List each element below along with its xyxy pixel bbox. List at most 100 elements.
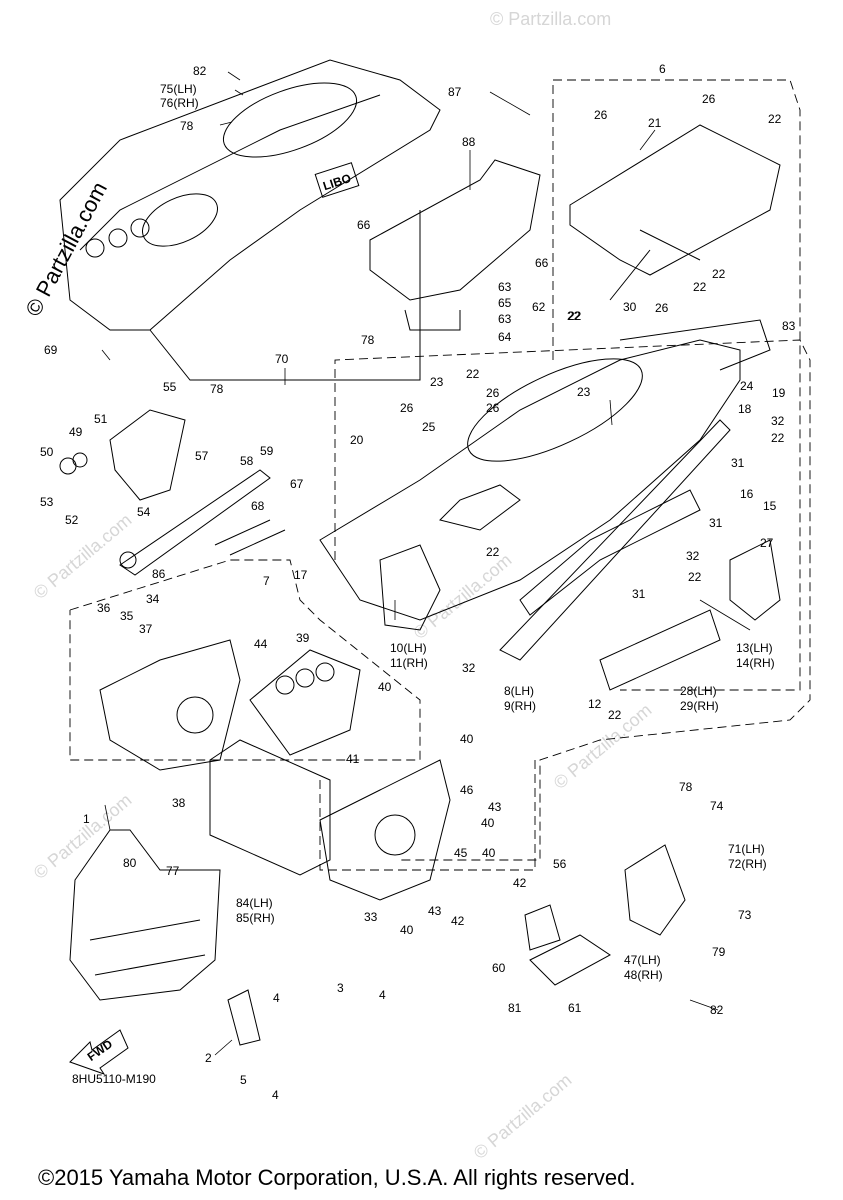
callout-label: 22 xyxy=(693,280,707,294)
callout-label: 58 xyxy=(240,454,254,468)
callout-label: 69 xyxy=(44,343,58,357)
callout-label: 76(RH) xyxy=(160,96,199,110)
callout-label: 38 xyxy=(172,796,186,810)
callout-label: 78 xyxy=(180,119,194,133)
callout-label: 53 xyxy=(40,495,54,509)
callout-label: 13(LH) xyxy=(736,641,773,655)
callout-label: 73 xyxy=(738,908,752,922)
callout-label: 71(LH) xyxy=(728,842,765,856)
callout-label: 22 xyxy=(486,545,500,559)
assembly-6-boundary xyxy=(552,79,801,691)
callout-label: 3 xyxy=(337,981,344,995)
callout-label: 32 xyxy=(686,549,700,563)
callout-label: 42 xyxy=(451,914,465,928)
callout-label: 33 xyxy=(364,910,378,924)
callout-label: 55 xyxy=(163,380,177,394)
heat-exchanger xyxy=(209,739,331,876)
callout-label: 6 xyxy=(659,62,666,76)
drive-plate-33 xyxy=(319,759,451,901)
callout-label: 40 xyxy=(482,846,496,860)
callout-label: 29(RH) xyxy=(680,699,719,713)
decal-box xyxy=(314,162,360,198)
callout-label: 75(LH) xyxy=(160,82,197,96)
leader-lines xyxy=(101,71,751,1056)
drive-plate-34 xyxy=(99,639,241,771)
callout-label: 78 xyxy=(679,780,693,794)
callout-label: 77 xyxy=(166,864,180,878)
lower-section-boundary xyxy=(319,760,536,871)
callout-label: 66 xyxy=(357,218,371,232)
callout-label: 22 xyxy=(768,112,782,126)
callout-label: 85(RH) xyxy=(236,911,275,925)
watermark: © Partzilla.com xyxy=(470,1070,576,1163)
bracket-2 xyxy=(227,989,261,1046)
callout-label: 26 xyxy=(486,386,500,400)
callout-label: 50 xyxy=(40,445,54,459)
callout-label: 37 xyxy=(139,622,153,636)
callout-label: 4 xyxy=(379,988,386,1002)
callout-label: 40 xyxy=(481,816,495,830)
callout-label: 11(RH) xyxy=(390,656,428,670)
callout-label: 23 xyxy=(577,385,591,399)
callout-label: 22 xyxy=(771,431,785,445)
callout-label: 22 xyxy=(568,309,582,323)
callout-label: 31 xyxy=(709,516,723,530)
callout-label: 70 xyxy=(275,352,289,366)
callout-label: 79 xyxy=(712,945,726,959)
callout-label: 17 xyxy=(294,568,308,582)
callout-label: 49 xyxy=(69,425,83,439)
callout-label: 28(LH) xyxy=(680,684,717,698)
callout-label: 24 xyxy=(740,379,754,393)
callout-label: 64 xyxy=(498,330,512,344)
callout-label: 22 xyxy=(608,708,622,722)
callout-label: 78 xyxy=(361,333,375,347)
rear-section-boundary xyxy=(69,559,421,761)
callout-label: 40 xyxy=(378,680,392,694)
callout-label: 43 xyxy=(488,800,502,814)
callout-label: 83 xyxy=(782,319,796,333)
callout-label: 57 xyxy=(195,449,209,463)
cross-brace xyxy=(119,469,271,576)
callout-label: 40 xyxy=(460,732,474,746)
callout-label: 56 xyxy=(553,857,567,871)
callout-label: 42 xyxy=(513,876,527,890)
watermark: © Partzilla.com xyxy=(30,510,136,603)
callout-label: 9(RH) xyxy=(504,699,536,713)
callout-label: 44 xyxy=(254,637,268,651)
plate-81 xyxy=(529,934,611,986)
callout-label: 19 xyxy=(772,386,786,400)
callout-label: 51 xyxy=(94,412,108,426)
callout-label: 5 xyxy=(240,1073,247,1087)
callout-label: 14(RH) xyxy=(736,656,775,670)
callout-label: 26 xyxy=(655,301,669,315)
assembly-7-boundary xyxy=(334,339,811,861)
callout-label: 61 xyxy=(568,1001,582,1015)
callout-label: 21 xyxy=(648,116,662,130)
callout-label: 87 xyxy=(448,85,462,99)
callout-label: 82 xyxy=(193,64,207,78)
diagram-code: 8HU5110-M190 xyxy=(72,1072,156,1086)
bracket-47 xyxy=(624,844,686,936)
copyright-notice: ©2015 Yamaha Motor Corporation, U.S.A. A… xyxy=(38,1165,635,1190)
callout-label: 36 xyxy=(97,601,111,615)
callout-label: 26 xyxy=(400,401,414,415)
watermark: © Partzilla.com xyxy=(410,550,516,643)
watermark: © Partzilla.com xyxy=(550,700,656,793)
callout-label: 72(RH) xyxy=(728,857,767,871)
callout-label: 65 xyxy=(498,296,512,310)
decal-text: LIBO xyxy=(321,171,353,193)
cover-39 xyxy=(249,649,361,756)
bracket-13 xyxy=(729,539,781,621)
callout-label: 16 xyxy=(740,487,754,501)
callout-label: 10(LH) xyxy=(390,641,427,655)
callout-label: 25 xyxy=(422,420,436,434)
assembly-boundaries xyxy=(69,79,811,871)
callout-label: 48(RH) xyxy=(624,968,663,982)
callout-label: 22 xyxy=(466,367,480,381)
main-tunnel xyxy=(319,339,741,621)
callout-label: 86 xyxy=(152,567,166,581)
callout-label: 2 xyxy=(205,1051,212,1065)
callout-label: 52 xyxy=(65,513,79,527)
callout-label: 43 xyxy=(428,904,442,918)
